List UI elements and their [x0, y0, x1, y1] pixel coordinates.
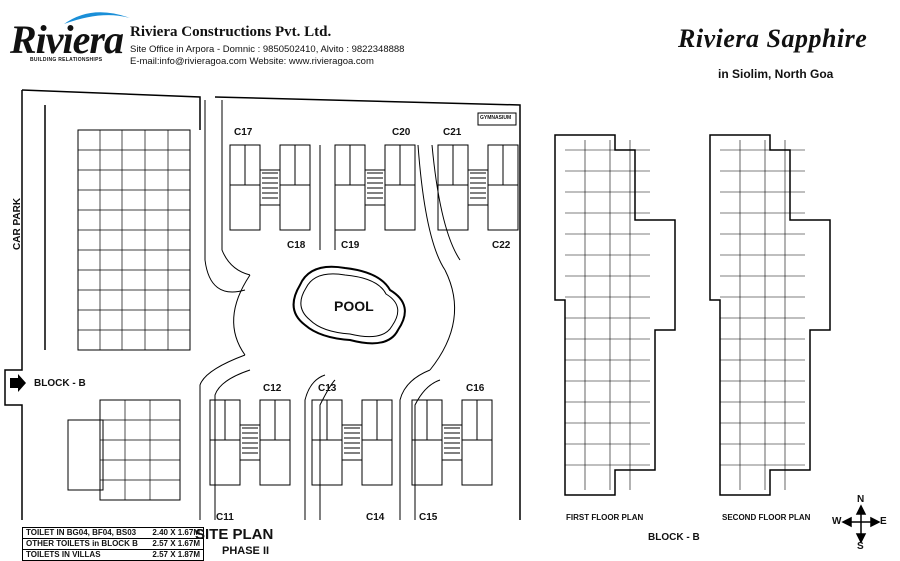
- contact-email-website: E-mail:info@rivieragoa.com Website: www.…: [130, 56, 374, 67]
- pool-outline: [292, 265, 406, 345]
- villa-label-c17: C17: [234, 127, 253, 138]
- contact-info: Site Office in Arpora - Domnic : 9850502…: [130, 44, 404, 68]
- logo-swoosh-icon: [64, 12, 130, 24]
- villa-units: [209, 144, 519, 486]
- entry-block-label: BLOCK - B: [34, 378, 86, 389]
- company-name: Riviera Constructions Pvt. Ltd.: [130, 24, 332, 40]
- first-floor-label: FIRST FLOOR PLAN: [566, 513, 644, 522]
- villa-label-c12: C12: [263, 383, 282, 394]
- block-b-site: [67, 129, 191, 501]
- gym-label: GYMNASIUM: [480, 115, 512, 121]
- site-roads: [199, 100, 461, 520]
- gym-box: [477, 112, 517, 126]
- compass-s: S: [857, 541, 864, 552]
- villa-cluster: [229, 144, 311, 231]
- villa-label-c20: C20: [392, 127, 411, 138]
- legend-label: TOILET IN BG04, BF04, BS03: [26, 528, 137, 537]
- villa-cluster: [311, 399, 393, 486]
- villa-label-c19: C19: [341, 240, 360, 251]
- project-title: Riviera Sapphire: [678, 24, 868, 53]
- legend-label: OTHER TOILETS in BLOCK B: [26, 539, 138, 548]
- legend-value: 2.40 X 1.67M: [152, 528, 200, 537]
- villa-label-c21: C21: [443, 127, 462, 138]
- legend-label: TOILETS IN VILLAS: [26, 550, 101, 559]
- phase-label: PHASE II: [222, 545, 270, 557]
- block-b-rooms: [78, 129, 190, 500]
- project-location: in Siolim, North Goa: [718, 67, 834, 81]
- company-logo: Riviera: [10, 17, 124, 62]
- villa-label-c16: C16: [466, 383, 485, 394]
- villa-label-c18: C18: [287, 240, 306, 251]
- compass-icon: [841, 504, 881, 544]
- pool-label: POOL: [334, 298, 374, 314]
- site-plan-title: SITE PLAN: [195, 526, 274, 543]
- floor-plan-outlines: [554, 134, 831, 496]
- villa-cluster: [334, 144, 416, 231]
- toilet-size-legend: TOILET IN BG04, BF04, BS03 2.40 X 1.67M O…: [22, 527, 204, 561]
- legend-value: 2.57 X 1.67M: [152, 539, 200, 548]
- entry-arrow-icon: [10, 374, 26, 392]
- villa-label-c13: C13: [318, 383, 337, 394]
- villa-label-c11: C11: [216, 512, 234, 523]
- villa-cluster: [209, 399, 291, 486]
- contact-phones: Site Office in Arpora - Domnic : 9850502…: [130, 44, 405, 55]
- legend-row: TOILET IN BG04, BF04, BS03 2.40 X 1.67M: [23, 528, 203, 538]
- second-floor-label: SECOND FLOOR PLAN: [722, 513, 811, 522]
- legend-value: 2.57 X 1.87M: [152, 550, 200, 559]
- villa-label-c15: C15: [419, 512, 438, 523]
- villa-label-c14: C14: [366, 512, 385, 523]
- site-boundary: [4, 89, 521, 520]
- floor-plan: [709, 134, 831, 496]
- villa-cluster: [437, 144, 519, 231]
- legend-row: TOILETS IN VILLAS 2.57 X 1.87M: [23, 549, 203, 560]
- villa-label-c22: C22: [492, 240, 511, 251]
- legend-row: OTHER TOILETS in BLOCK B 2.57 X 1.67M: [23, 538, 203, 549]
- compass-e: E: [880, 516, 887, 527]
- floor-block-label: BLOCK - B: [648, 532, 700, 543]
- compass-w: W: [832, 516, 842, 527]
- floor-plan: [554, 134, 676, 496]
- villa-cluster: [411, 399, 493, 486]
- car-park-label: CAR PARK: [12, 197, 23, 250]
- logo-tagline: BUILDING RELATIONSHIPS: [30, 57, 103, 63]
- compass-n: N: [857, 494, 865, 505]
